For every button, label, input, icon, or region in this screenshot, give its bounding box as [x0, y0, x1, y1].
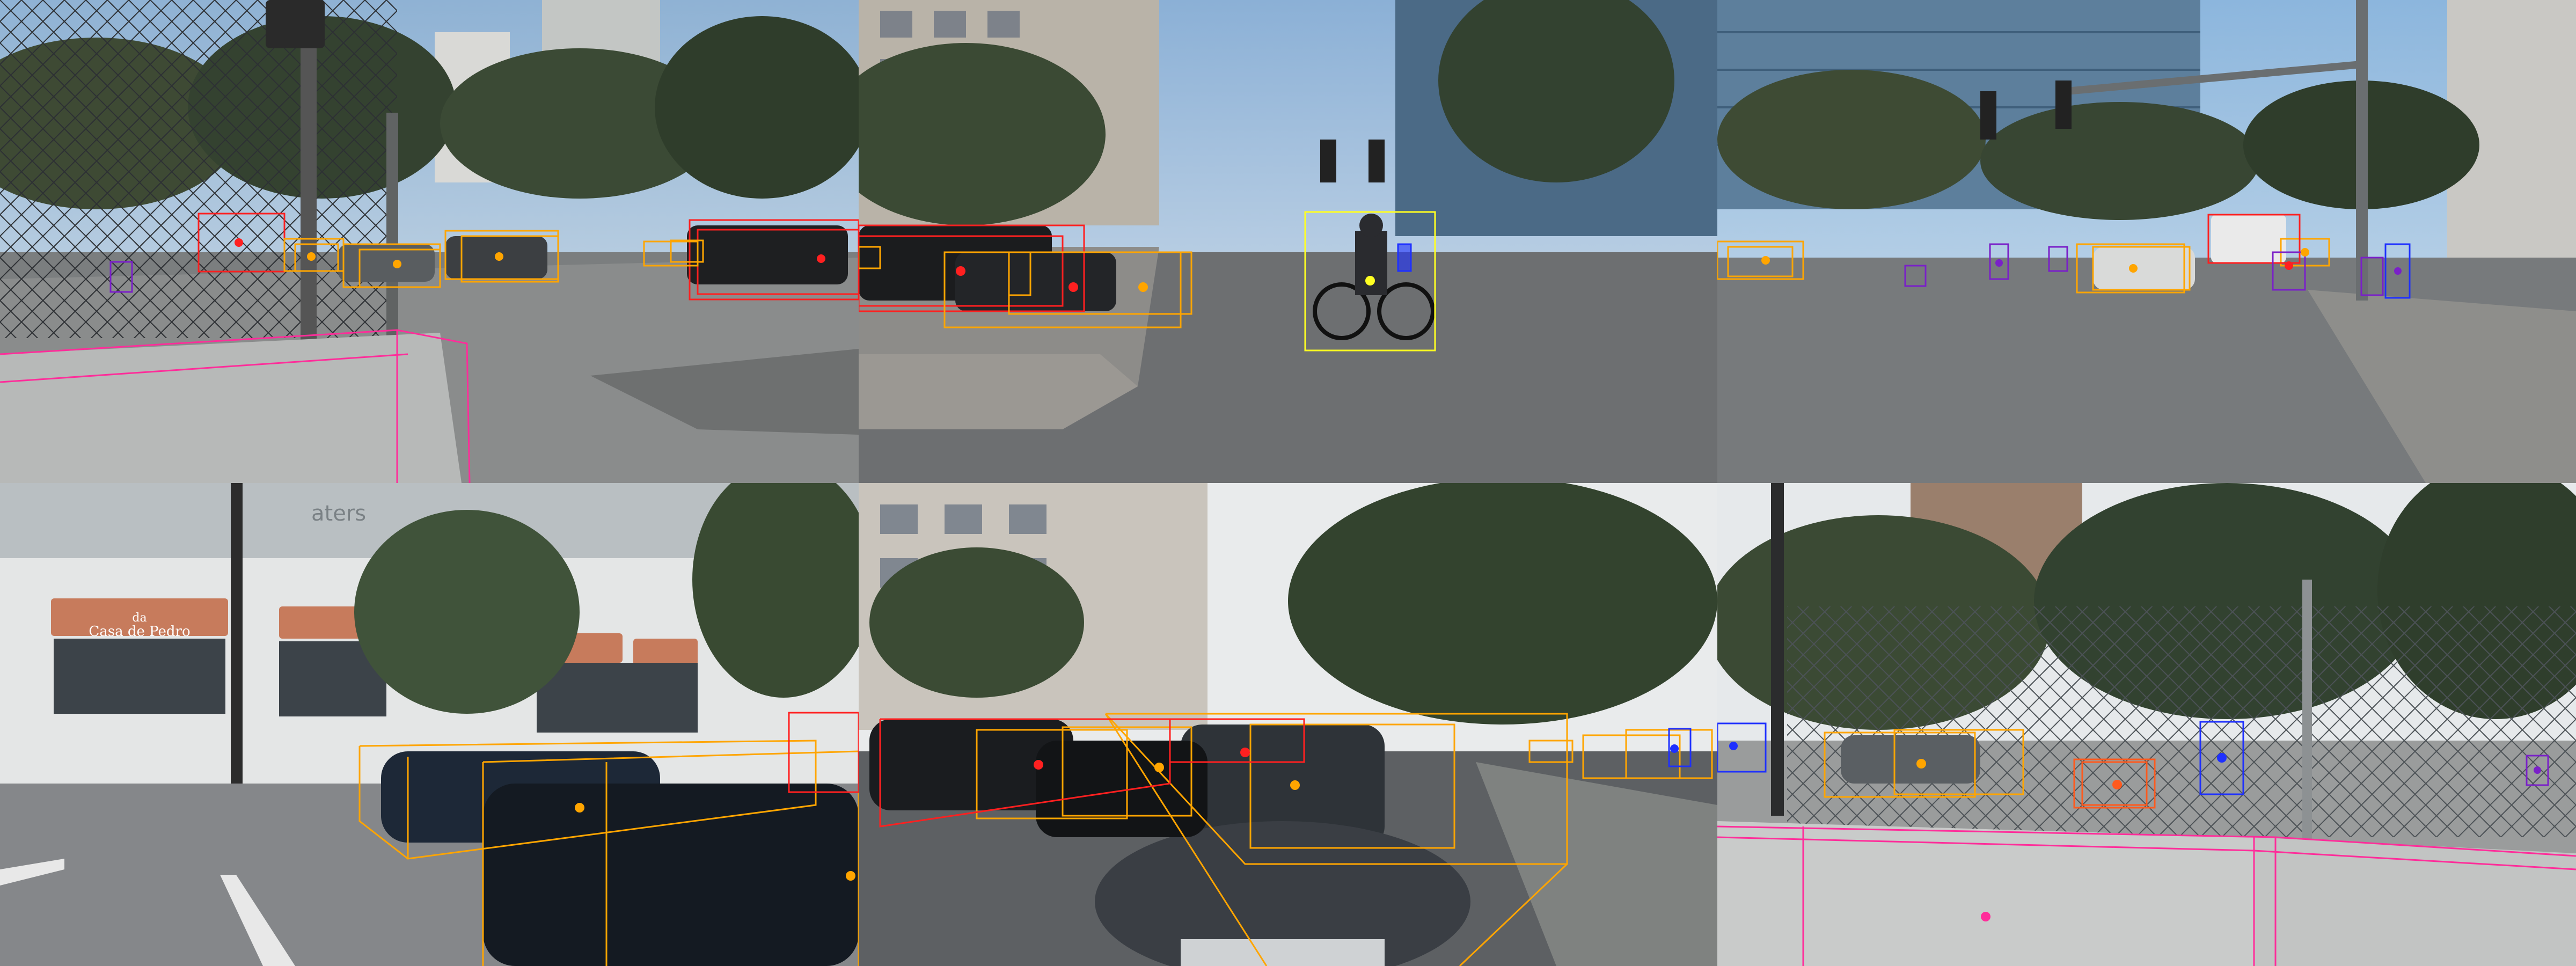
barrier-box — [1717, 825, 2576, 966]
tree-canopy — [869, 483, 1717, 724]
car-box — [1717, 238, 2330, 294]
car-box — [283, 230, 704, 288]
pedestrian-fill — [1398, 244, 1411, 271]
center-markers — [1034, 744, 1679, 790]
truck-box — [788, 712, 859, 793]
tree-canopy — [1717, 70, 2479, 220]
fence-post — [2302, 580, 2312, 848]
crosswalk-stripe — [0, 859, 64, 885]
following-vehicle — [1095, 724, 1470, 966]
camera-front-left-panel — [0, 0, 859, 483]
parked-vehicles — [859, 225, 1116, 311]
tree-canopy — [859, 0, 1674, 225]
center-markers — [235, 238, 825, 268]
concrete-barrier — [0, 333, 462, 483]
pedestrian-box — [1717, 721, 2244, 795]
chain-link-fence — [0, 0, 397, 338]
center-markers — [956, 266, 1375, 292]
signal-arm — [2066, 61, 2362, 95]
sidewalk — [2308, 290, 2576, 483]
car-box — [1824, 729, 2024, 798]
truck-box — [879, 718, 1305, 828]
bicycle-box — [1304, 211, 1436, 352]
signal-pole — [301, 0, 317, 343]
sign-name: Casa de Pedro — [89, 624, 190, 640]
camera-back-panel — [859, 483, 1717, 966]
pedestrian-box — [1668, 728, 1692, 767]
traffic-light — [1980, 91, 1996, 140]
camera-front-right-panel — [1717, 0, 2576, 483]
center-markers — [1761, 248, 2402, 275]
tree-canopy — [354, 483, 859, 714]
camera-front-panel — [859, 0, 1717, 483]
crosswalk-stripe — [220, 875, 295, 966]
car-box — [859, 246, 1192, 328]
pedestrian-box — [2384, 243, 2411, 299]
traffic-light — [1368, 140, 1385, 182]
center-markers — [1729, 742, 2541, 921]
median-island — [590, 349, 859, 435]
building-sign: aters — [311, 501, 366, 526]
chain-link-fence — [1787, 606, 2576, 837]
traffic-cone-box — [109, 261, 133, 293]
truck-box — [2207, 214, 2301, 264]
median-island — [859, 354, 1138, 429]
camera-back-right-panel — [1717, 483, 2576, 966]
motorcycle-box — [2073, 758, 2156, 809]
sidewalk — [1476, 762, 1717, 966]
concrete-barrier — [1717, 821, 2576, 966]
cyclist — [1313, 214, 1435, 340]
car-box — [976, 713, 1713, 966]
barrier-box — [0, 329, 471, 483]
fence-post — [386, 113, 398, 338]
traffic-cone-box — [2526, 755, 2549, 786]
restaurant-sign: da Casa de Pedro — [89, 611, 190, 640]
parked-vehicles — [1841, 735, 1980, 784]
parked-vehicles — [869, 719, 1208, 837]
parked-vehicles — [338, 225, 848, 284]
signal-pole — [2356, 0, 2368, 301]
traffic-cone-box — [1904, 243, 2384, 296]
street-light-pole — [231, 483, 243, 826]
truck-box — [859, 224, 1085, 312]
sign-prefix: da — [132, 611, 147, 625]
car-box — [358, 740, 859, 966]
traffic-light — [1320, 140, 1336, 182]
storefront-windows — [54, 639, 698, 733]
center-markers — [575, 803, 855, 881]
parked-vehicles — [2093, 215, 2286, 290]
pedestrian-signal — [266, 0, 325, 48]
traffic-light — [2055, 80, 2072, 129]
light-pole — [1771, 483, 1784, 816]
parked-vehicles — [381, 751, 859, 966]
camera-back-left-panel: da Casa de Pedro aters — [0, 483, 859, 966]
